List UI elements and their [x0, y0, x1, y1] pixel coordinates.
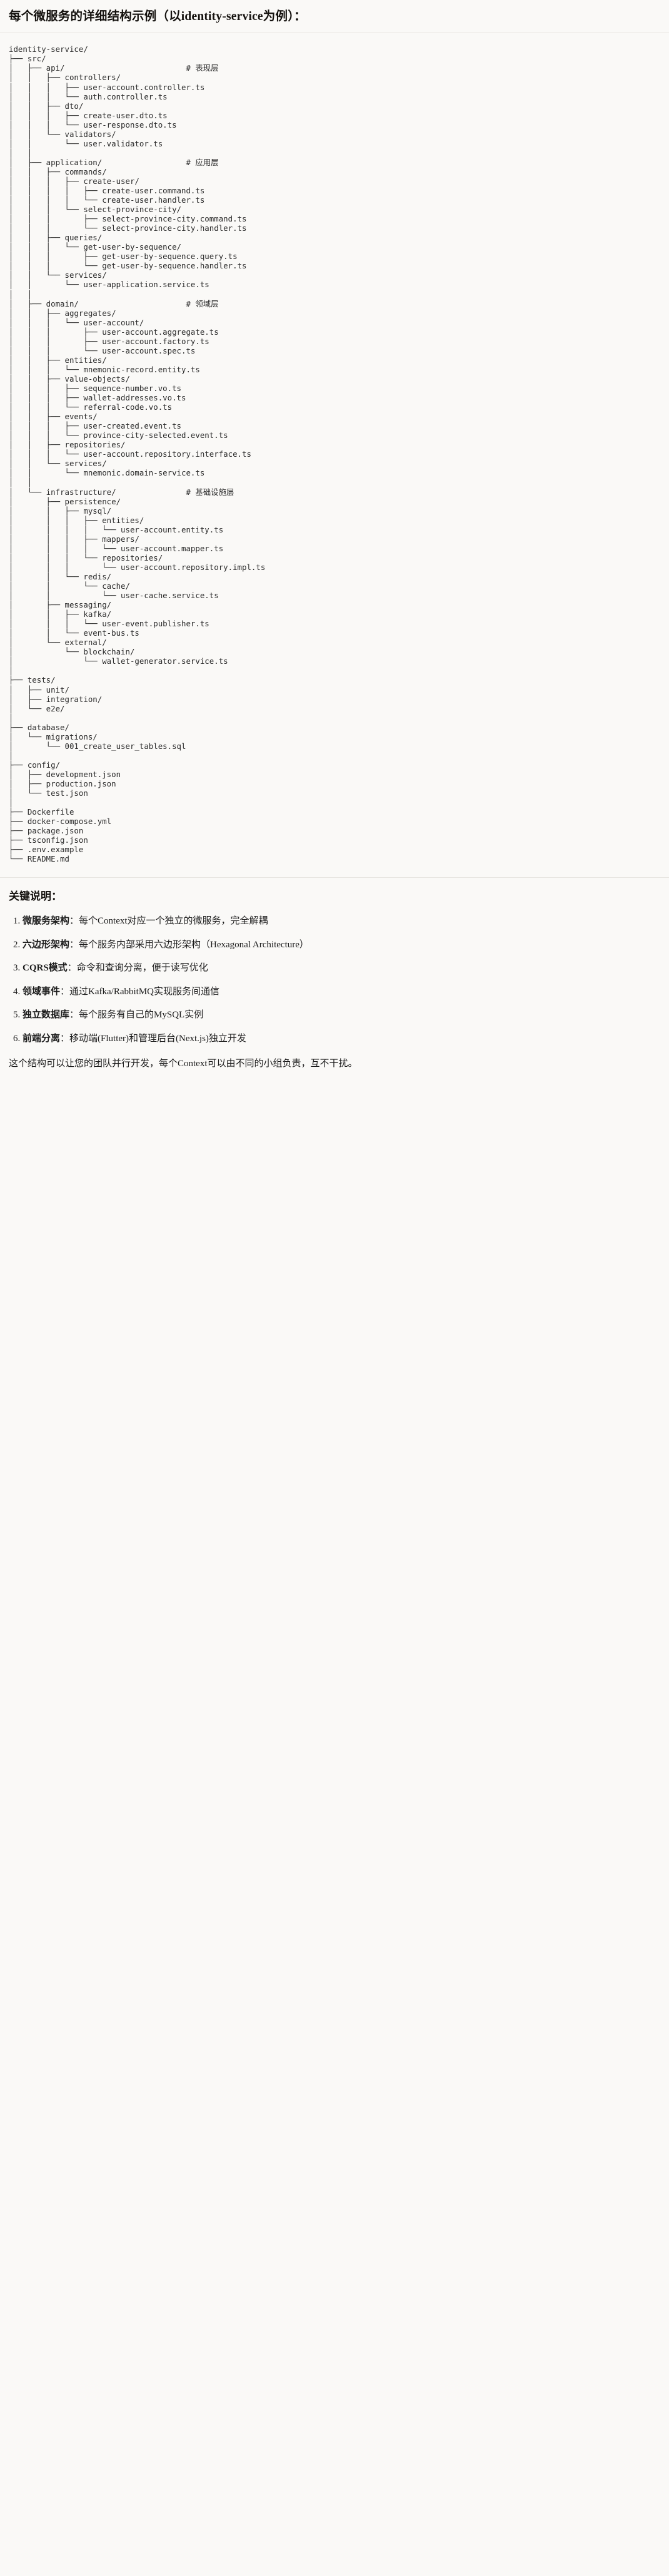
directory-tree: identity-service/ ├── src/ │ ├── api/ # … [9, 44, 266, 864]
key-note-item: CQRS模式：命令和查询分离，便于读写优化 [23, 961, 660, 975]
key-note-item: 微服务架构：每个Context对应一个独立的微服务，完全解耦 [23, 914, 660, 929]
key-note-separator: ： [67, 963, 77, 974]
key-notes-heading: 关键说明： [9, 890, 62, 903]
key-note-label: 独立数据库 [23, 1010, 70, 1021]
key-note-text: 每个服务有自己的MySQL实例 [79, 1010, 204, 1021]
page-root: 每个微服务的详细结构示例（以identity-service为例）： ident… [0, 0, 669, 1084]
title-block: 每个微服务的详细结构示例（以identity-service为例）： [0, 0, 669, 34]
closing-paragraph: 这个结构可以让您的团队并行开发，每个Context可以由不同的小组负责，互不干扰… [9, 1059, 358, 1069]
key-note-text: 命令和查询分离，便于读写优化 [76, 963, 208, 974]
key-note-label: 微服务架构 [23, 916, 70, 927]
directory-tree-block: identity-service/ ├── src/ │ ├── api/ # … [0, 33, 669, 878]
key-note-label: 前端分离 [23, 1033, 61, 1044]
key-note-text: 通过Kafka/RabbitMQ实现服务间通信 [69, 986, 220, 997]
key-note-text: 每个Context对应一个独立的微服务，完全解耦 [79, 916, 268, 927]
key-note-item: 前端分离：移动端(Flutter)和管理后台(Next.js)独立开发 [23, 1032, 660, 1046]
key-note-item: 领域事件：通过Kafka/RabbitMQ实现服务间通信 [23, 985, 660, 999]
key-note-text: 每个服务内部采用六边形架构（Hexagonal Architecture） [79, 939, 309, 950]
page-title: 每个微服务的详细结构示例（以identity-service为例）： [9, 10, 306, 23]
key-note-separator: ： [69, 1010, 79, 1021]
key-note-separator: ： [69, 939, 79, 950]
key-note-separator: ： [69, 916, 79, 927]
key-note-item: 六边形架构：每个服务内部采用六边形架构（Hexagonal Architectu… [23, 938, 660, 952]
key-note-separator: ： [60, 986, 70, 997]
key-notes-section: 关键说明： 微服务架构：每个Context对应一个独立的微服务，完全解耦六边形架… [0, 878, 669, 1084]
key-note-label: CQRS模式 [23, 963, 68, 974]
key-notes-list: 微服务架构：每个Context对应一个独立的微服务，完全解耦六边形架构：每个服务… [9, 914, 660, 1046]
key-note-separator: ： [60, 1033, 70, 1044]
key-note-label: 领域事件 [23, 986, 61, 997]
key-note-text: 移动端(Flutter)和管理后台(Next.js)独立开发 [69, 1033, 246, 1044]
key-note-item: 独立数据库：每个服务有自己的MySQL实例 [23, 1008, 660, 1022]
key-note-label: 六边形架构 [23, 939, 70, 950]
